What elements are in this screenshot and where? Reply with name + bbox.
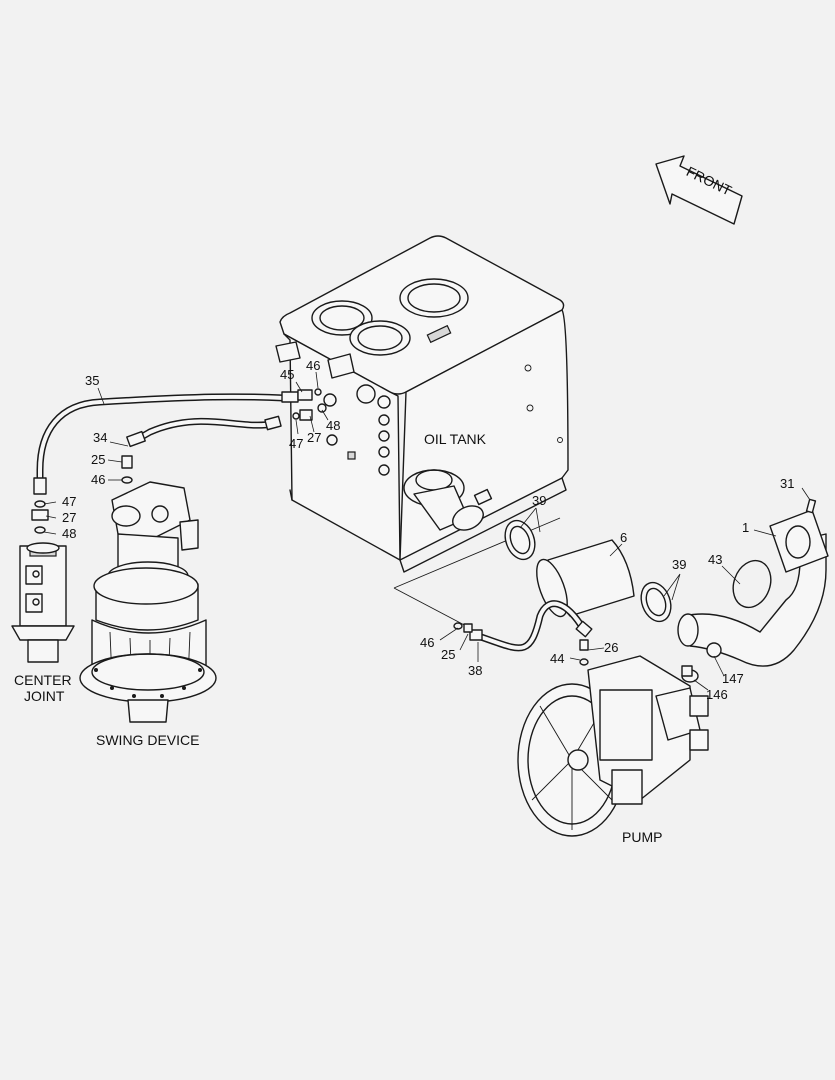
center-joint: CENTER JOINT	[11, 500, 75, 704]
callout-46: 46	[420, 635, 434, 650]
callout-38: 38	[468, 663, 482, 678]
callout-6: 6	[620, 530, 627, 545]
callout-25: 25	[441, 647, 455, 662]
swing-device: SWING DEVICE	[79, 455, 217, 748]
part-callouts: 35 34 25 46 47 27 48 45 46 47 27 48 39 6…	[62, 358, 794, 702]
callout-146: 146	[706, 687, 728, 702]
callout-48: 48	[62, 526, 76, 541]
callout-25: 25	[91, 452, 105, 467]
suction-hose-assembly	[504, 519, 672, 623]
front-direction-arrow: FRONT	[655, 155, 743, 225]
center-joint-label-2: JOINT	[24, 688, 65, 704]
callout-47: 47	[289, 436, 303, 451]
callout-46: 46	[91, 472, 105, 487]
callout-147: 147	[722, 671, 744, 686]
leader-lines	[43, 371, 811, 691]
callout-1: 1	[742, 520, 749, 535]
oil-tank: OIL TANK	[275, 235, 569, 573]
callout-43: 43	[708, 552, 722, 567]
callout-31: 31	[780, 476, 794, 491]
callout-48: 48	[326, 418, 340, 433]
callout-26: 26	[604, 640, 618, 655]
swing-device-label: SWING DEVICE	[96, 732, 199, 748]
suction-port	[403, 469, 493, 531]
callout-45: 45	[280, 367, 294, 382]
oil-tank-label: OIL TANK	[424, 431, 487, 447]
tank-port-fittings	[323, 384, 391, 476]
tank-fittings	[292, 388, 327, 421]
callout-35: 35	[85, 373, 99, 388]
callout-46: 46	[306, 358, 320, 373]
callout-47: 47	[62, 494, 76, 509]
pump: PUMP	[517, 655, 709, 845]
pump-label: PUMP	[622, 829, 662, 845]
center-joint-label-1: CENTER	[14, 672, 72, 688]
guide-line	[393, 517, 561, 629]
callout-27: 27	[307, 430, 321, 445]
hose-38	[453, 600, 593, 666]
callout-34: 34	[93, 430, 107, 445]
callout-39: 39	[532, 493, 546, 508]
hose-35	[33, 391, 299, 495]
suction-pipe	[677, 498, 829, 667]
callout-44: 44	[550, 651, 564, 666]
callout-39: 39	[672, 557, 686, 572]
callout-27: 27	[62, 510, 76, 525]
